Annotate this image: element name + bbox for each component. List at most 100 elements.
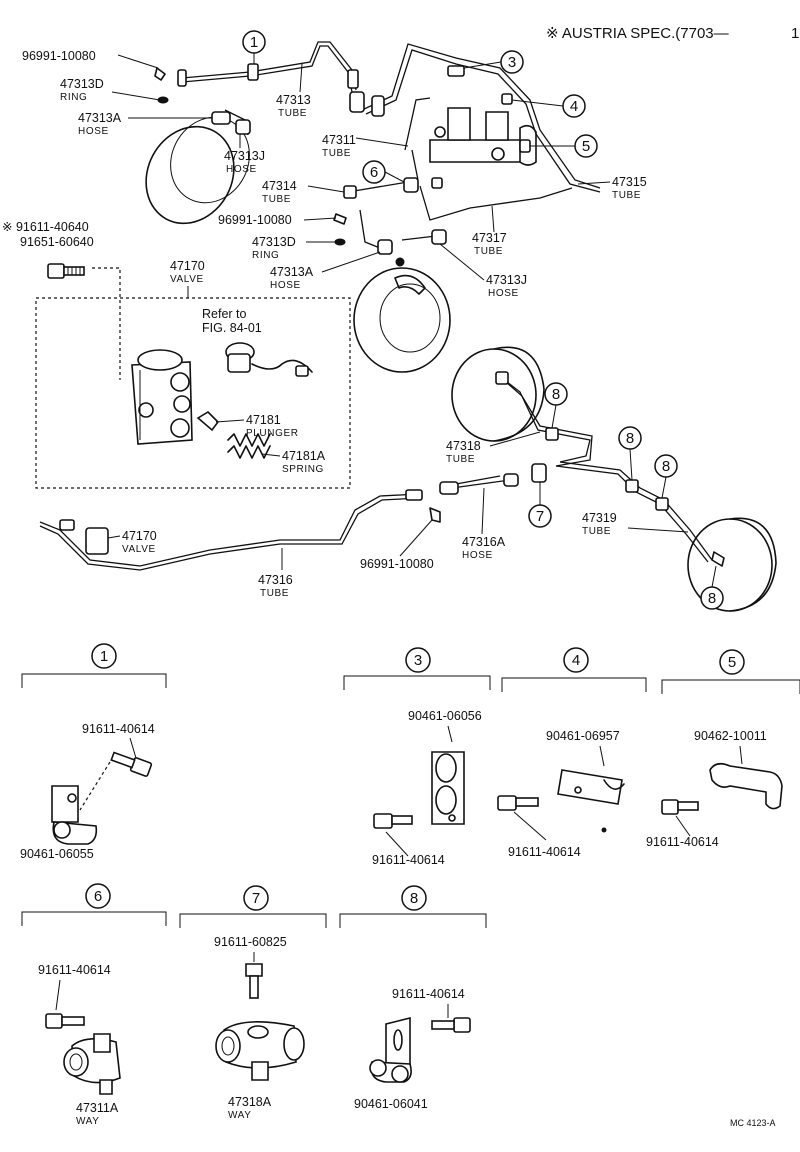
- proportioning-valve-body: [131, 349, 193, 445]
- label-47318: 47318: [446, 439, 481, 453]
- callout-4: 4: [511, 94, 586, 118]
- detail-4-clip: [557, 769, 625, 805]
- detail-3: 3 90461-06056 91611-40614: [343, 647, 491, 867]
- svg-text:6: 6: [370, 164, 378, 181]
- label-ring-mid: RING: [252, 250, 279, 261]
- svg-text:90461-06056: 90461-06056: [408, 709, 482, 723]
- valve-plunger: [196, 410, 220, 432]
- detail-5: 5 90462-10011 91611-40614: [646, 649, 800, 849]
- front-right-brake-disc: [353, 267, 451, 373]
- svg-text:8: 8: [708, 590, 716, 607]
- austria-spec-tail: 1: [791, 25, 799, 42]
- svg-text:1: 1: [100, 648, 108, 665]
- label-tube-47318: TUBE: [446, 454, 475, 465]
- svg-text:7: 7: [252, 890, 260, 907]
- label-47313: 47313: [276, 93, 311, 107]
- detail-6: 6 91611-40614 47311A WAY: [21, 883, 167, 1127]
- detail-7-way: [215, 1021, 305, 1081]
- callout-8-d: 8: [700, 565, 724, 610]
- label-hose-mid: HOSE: [270, 280, 301, 291]
- svg-text:4: 4: [570, 98, 578, 115]
- label-47316a: 47316A: [462, 535, 506, 549]
- valve-sensor-switch: [225, 342, 313, 377]
- leader-47316a: [481, 487, 485, 535]
- label-47170-top: 47170: [170, 259, 205, 273]
- rear-brake-tubes: [39, 377, 713, 571]
- callout-5: 5: [530, 134, 598, 158]
- label-47314: 47314: [262, 179, 297, 193]
- svg-text:90462-10011: 90462-10011: [694, 729, 767, 743]
- label-47311: 47311: [322, 133, 356, 147]
- front-left-brake-disc: [145, 116, 250, 225]
- front-brake-tubes: [181, 41, 601, 249]
- detail-1-clip: [51, 785, 98, 845]
- label-47313d-mid: 47313D: [252, 235, 296, 249]
- label-47181a: 47181A: [282, 449, 326, 463]
- label-91651-60640: 91651-60640: [20, 235, 94, 249]
- detail-6-bolt: [45, 1013, 85, 1029]
- label-96991-bot: 96991-10080: [360, 557, 434, 571]
- svg-text:1: 1: [250, 34, 258, 51]
- detail-6-way: [63, 1033, 121, 1095]
- label-47181: 47181: [246, 413, 281, 427]
- label-tube-47313: TUBE: [278, 108, 307, 119]
- svg-text:8: 8: [410, 890, 418, 907]
- svg-text:90461-06041: 90461-06041: [354, 1097, 428, 1111]
- detail-5-bolt: [661, 799, 699, 815]
- callout-8-b: 8: [618, 426, 642, 481]
- label-96991-top: 96991-10080: [22, 49, 96, 63]
- detail-4-bolt: [497, 795, 539, 811]
- svg-text:3: 3: [508, 54, 516, 71]
- detail-4: 4 90461-06957 91611-40614: [497, 647, 647, 859]
- label-hose-47313j-top: HOSE: [226, 164, 257, 175]
- svg-text:91611-40614: 91611-40614: [392, 987, 465, 1001]
- svg-text:90461-06957: 90461-06957: [546, 729, 620, 743]
- label-tube-47316: TUBE: [260, 588, 289, 599]
- detail-1: 1 91611-40614 90461-06055: [20, 643, 167, 861]
- svg-text:91611-40614: 91611-40614: [38, 963, 111, 977]
- label-refer-fig: FIG. 84-01: [202, 321, 262, 335]
- label-hose-47316a: HOSE: [462, 550, 493, 561]
- svg-text:6: 6: [94, 888, 102, 905]
- label-hose-47313j-mid: HOSE: [488, 288, 519, 299]
- label-valve-top: VALVE: [170, 274, 204, 285]
- label-tube-47311: TUBE: [322, 148, 351, 159]
- label-47315: 47315: [612, 175, 647, 189]
- svg-text:91611-40614: 91611-40614: [372, 853, 445, 867]
- callout-3: 3: [463, 50, 524, 74]
- callout-8-a: 8: [544, 382, 568, 429]
- spring-leader: [261, 453, 281, 457]
- detail-7-bolt: [245, 963, 263, 999]
- svg-text:5: 5: [728, 654, 736, 671]
- svg-text:91611-60825: 91611-60825: [214, 935, 287, 949]
- callout-6: 6: [362, 160, 405, 184]
- label-47313d-top: 47313D: [60, 77, 104, 91]
- austria-spec-note: ※ AUSTRIA SPEC.(7703—: [546, 25, 729, 42]
- svg-text:WAY: WAY: [76, 1116, 99, 1127]
- callout-1: 1: [242, 30, 266, 64]
- svg-text:5: 5: [582, 138, 590, 155]
- detail-1-bolt: [110, 751, 153, 777]
- svg-text:4: 4: [572, 652, 580, 669]
- detail-8-clip: [369, 1016, 412, 1083]
- label-tube-47319: TUBE: [582, 526, 611, 537]
- label-tube-47317: TUBE: [474, 246, 503, 257]
- svg-text:WAY: WAY: [228, 1110, 251, 1121]
- svg-text:91611-40614: 91611-40614: [82, 722, 155, 736]
- detail-7: 7 91611-60825 47318A WAY: [179, 885, 327, 1121]
- rear-left-brake-drum: [451, 346, 545, 442]
- valve-detail-box: [35, 297, 351, 489]
- label-refer-to: Refer to: [202, 307, 247, 321]
- leader-47319: [627, 527, 689, 533]
- label-47319: 47319: [582, 511, 617, 525]
- label-tube-47315: TUBE: [612, 190, 641, 201]
- svg-text:91611-40614: 91611-40614: [508, 845, 581, 859]
- valve-spring: [227, 433, 271, 459]
- master-cylinder: [429, 107, 537, 166]
- label-valve-b: VALVE: [122, 544, 156, 555]
- label-spring: SPRING: [282, 464, 324, 475]
- callout-7: 7: [528, 482, 552, 528]
- label-91611-40640: ※ 91611-40640: [2, 220, 89, 234]
- label-96991-mid: 96991-10080: [218, 213, 292, 227]
